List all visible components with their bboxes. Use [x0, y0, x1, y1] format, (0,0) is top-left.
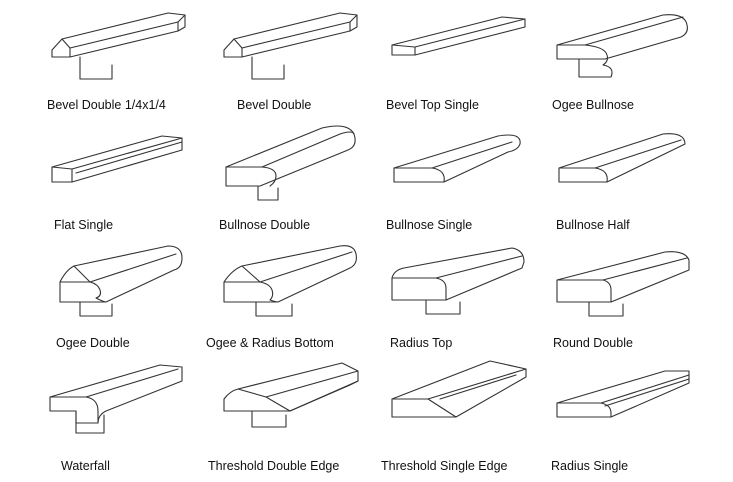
profile-round-double: Round Double — [545, 240, 728, 360]
bevel-double-drawing — [223, 12, 358, 80]
ogee-bullnose-drawing — [556, 14, 688, 78]
ogee-radius-bottom-drawing — [223, 245, 357, 317]
profile-label: Bullnose Single — [386, 218, 473, 232]
profile-label: Waterfall — [61, 459, 110, 473]
profile-label: Radius Top — [390, 336, 453, 350]
profile-ogee-double: Ogee Double — [40, 240, 223, 360]
profile-label: Round Double — [553, 336, 633, 350]
waterfall-drawing — [49, 364, 183, 434]
profile-label: Threshold Single Edge — [381, 459, 508, 473]
profile-bullnose-single: Bullnose Single — [380, 120, 563, 240]
profile-label: Ogee & Radius Bottom — [206, 336, 334, 350]
profile-label: Radius Single — [551, 459, 629, 473]
bullnose-single-drawing — [393, 134, 521, 183]
profile-label: Bevel Top Single — [386, 98, 479, 112]
profile-label: Ogee Double — [56, 336, 130, 350]
profile-radius-top: Radius Top — [380, 240, 563, 360]
flat-single-drawing — [51, 135, 183, 183]
profile-bullnose-half: Bullnose Half — [545, 120, 728, 240]
profile-flat-single: Flat Single — [40, 120, 223, 240]
profile-bullnose-double: Bullnose Double — [212, 120, 395, 240]
profile-bevel-double: Bevel Double — [212, 5, 395, 125]
profile-label: Bevel Double 1/4x1/4 — [47, 98, 166, 112]
profile-ogee-bullnose: Ogee Bullnose — [545, 5, 728, 125]
profile-label: Threshold Double Edge — [208, 459, 340, 473]
round-double-drawing — [556, 251, 690, 317]
profile-radius-single: Radius Single — [545, 355, 728, 475]
profile-label: Bullnose Double — [219, 218, 311, 232]
bullnose-double-drawing — [225, 125, 356, 201]
threshold-double-edge-drawing — [223, 362, 359, 428]
bullnose-half-drawing — [558, 133, 686, 183]
profile-threshold-single-edge: Threshold Single Edge — [380, 355, 563, 475]
profile-label: Bevel Double — [237, 98, 312, 112]
threshold-single-edge-drawing — [391, 360, 527, 418]
bevel-top-single-drawing — [391, 16, 526, 56]
profile-label: Bullnose Half — [556, 218, 630, 232]
profile-threshold-double-edge: Threshold Double Edge — [208, 355, 395, 475]
profile-bevel-double-1-4x1-4: Bevel Double 1/4x1/4 — [40, 5, 223, 125]
profile-ogee-radius-bottom: Ogee & Radius Bottom — [206, 240, 395, 360]
profile-waterfall: Waterfall — [40, 355, 223, 475]
profile-label: Flat Single — [54, 218, 114, 232]
bevel-double-1-4x1-4-drawing — [51, 12, 186, 80]
profile-label: Ogee Bullnose — [552, 98, 635, 112]
radius-top-drawing — [391, 247, 525, 315]
ogee-double-drawing — [59, 245, 183, 317]
radius-single-drawing — [556, 370, 690, 418]
profile-bevel-top-single: Bevel Top Single — [380, 5, 563, 125]
